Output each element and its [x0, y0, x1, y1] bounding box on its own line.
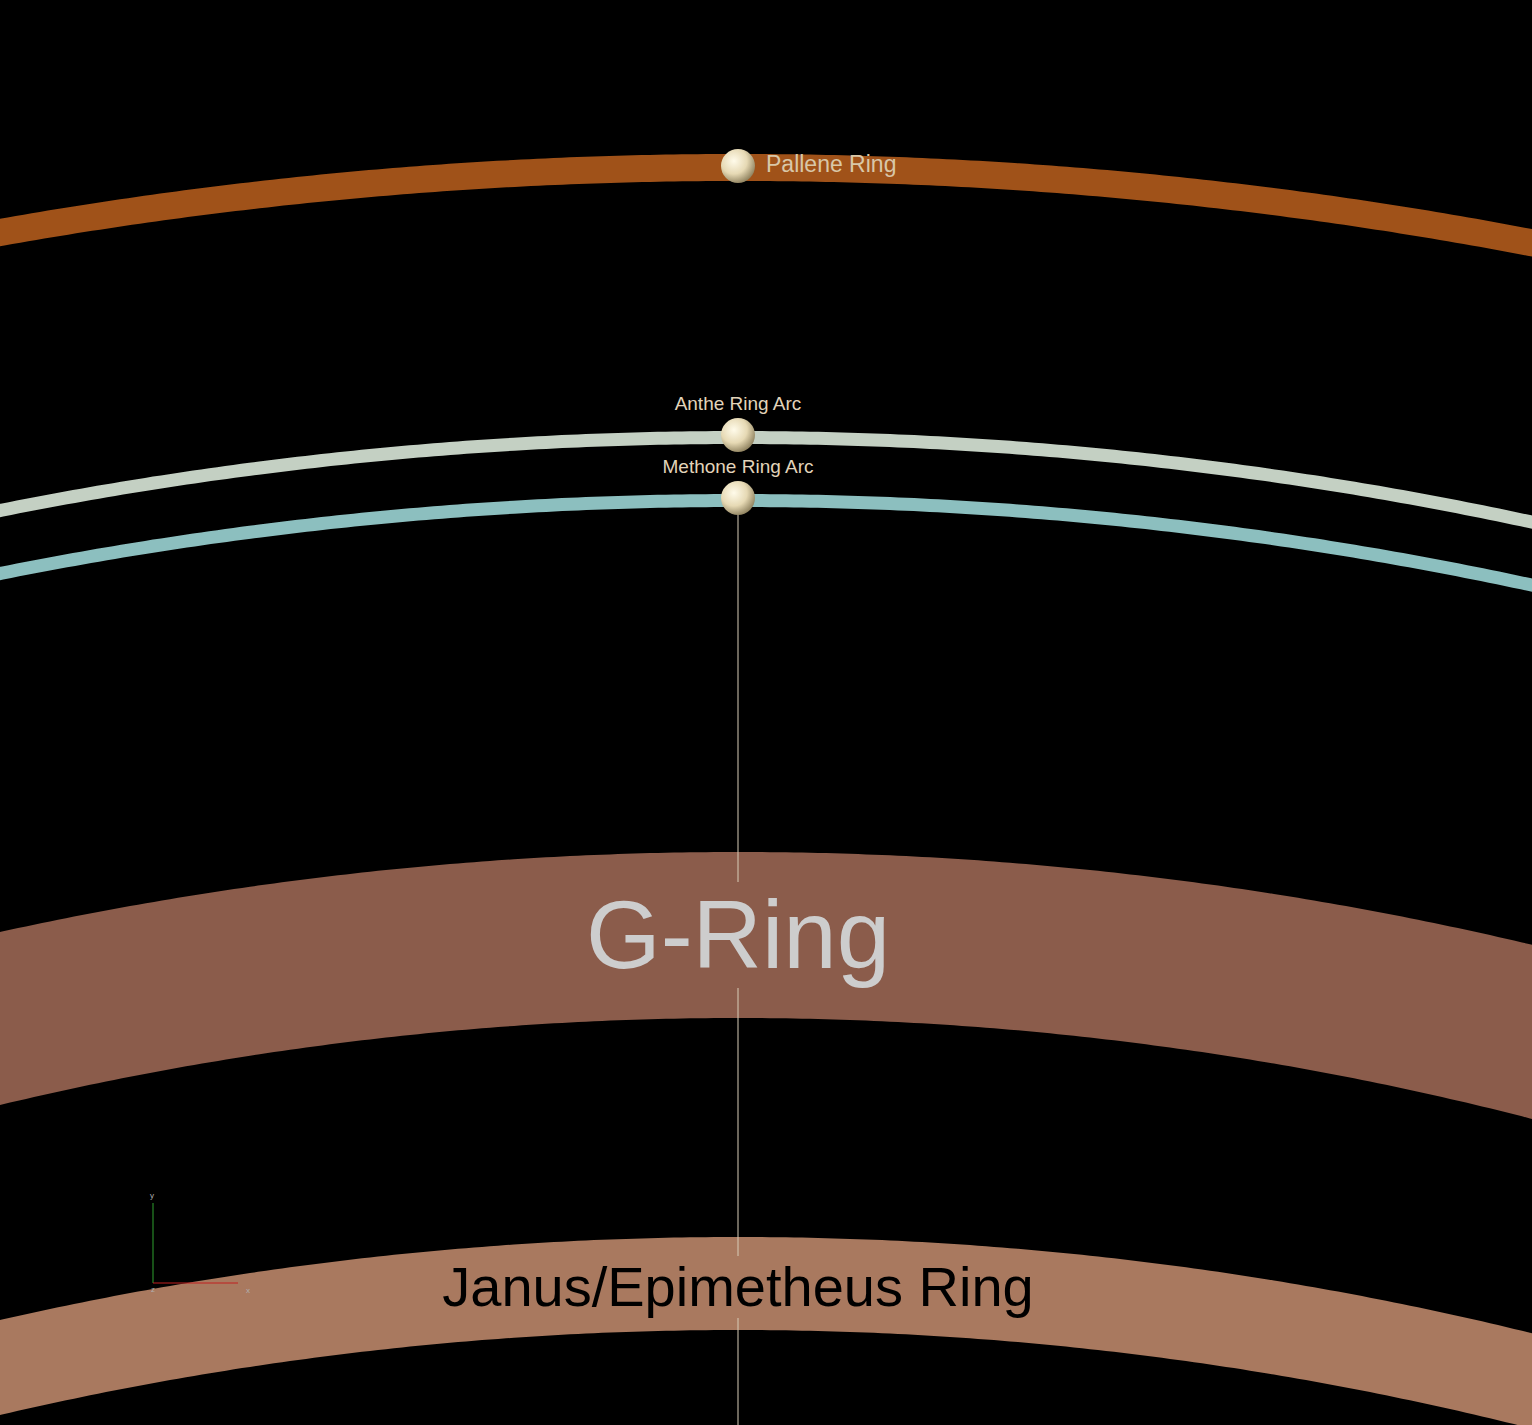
janus-epimetheus-ring: Janus/Epimetheus Ring	[0, 1177, 1532, 1425]
pallene-ring: Pallene Ring	[0, 94, 1532, 276]
ring-label: Anthe Ring Arc	[671, 394, 806, 415]
axis-label: z	[151, 1286, 155, 1295]
pointer-line	[738, 512, 739, 1425]
methone-ring-arc: Methone Ring Arc	[0, 434, 1532, 605]
axis-x	[153, 1283, 238, 1284]
axis-label: x	[246, 1287, 250, 1296]
ring-path	[0, 852, 1532, 1127]
ring-label: Methone Ring Arc	[658, 457, 817, 478]
ring-label: Pallene Ring	[762, 152, 900, 177]
ring-label: Janus/Epimetheus Ring	[438, 1256, 1037, 1318]
ring-path	[0, 1237, 1532, 1425]
ring-label: G-Ring	[582, 882, 894, 988]
ring-path	[0, 437, 1532, 528]
moon-sphere	[721, 418, 755, 452]
ring-path	[0, 500, 1532, 591]
ring-path	[0, 167, 1532, 248]
moon-sphere	[721, 481, 755, 515]
g-ring: G-Ring	[0, 792, 1532, 1131]
axis-label: y	[150, 1192, 154, 1201]
moon-sphere	[721, 149, 755, 183]
axis-y	[153, 1203, 154, 1283]
ring-shape	[0, 94, 1532, 276]
